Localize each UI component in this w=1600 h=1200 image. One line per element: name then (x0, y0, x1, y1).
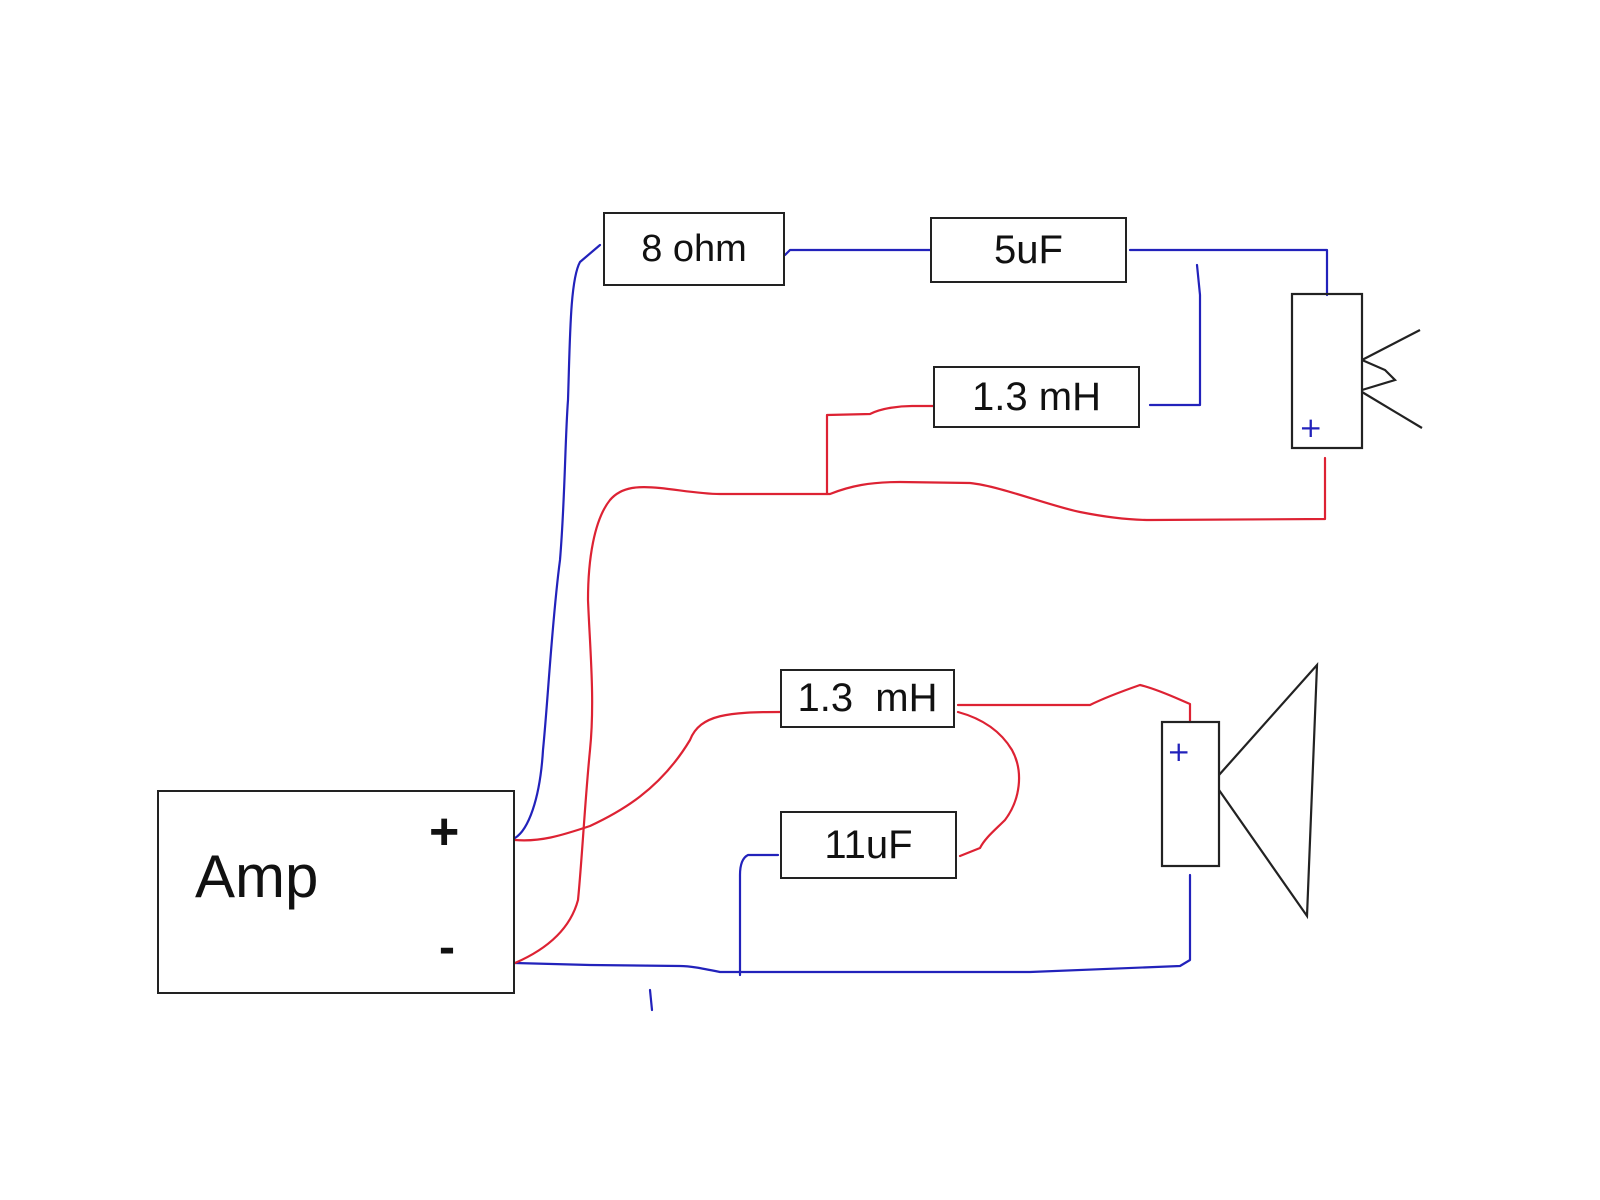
wire-amp-minus-return (513, 873, 1192, 974)
wire-resistor-to-5uf (783, 248, 932, 257)
wire-1p3mh-to-11uf (956, 710, 1021, 858)
woofer-magnet (1160, 720, 1221, 868)
wire-tweeter-coil-to-5uf (1148, 263, 1202, 407)
wire-amp-plus-to-woofer-1p3mh (513, 710, 782, 842)
tweeter-plus-mark: + (1299, 411, 1323, 444)
resistor-8-ohm: 8 ohm (603, 212, 785, 286)
tweeter-cone (1361, 329, 1423, 429)
amplifier: Amp + - (157, 790, 515, 994)
capacitor-11uf: 11uF (780, 811, 957, 879)
capacitor-5uf-label: 5uF (994, 227, 1063, 272)
capacitor-11uf-label: 11uF (824, 822, 913, 867)
wire-5uf-to-tweeter (1128, 248, 1329, 297)
wire-1p3mh-to-woofer-plus (956, 683, 1192, 724)
woofer-driver (1160, 661, 1319, 920)
woofer-plus-mark: + (1167, 735, 1191, 768)
woofer-cone (1218, 661, 1319, 920)
wire-stray-mark (648, 988, 654, 1012)
amp-plus-terminal: + (429, 803, 460, 861)
amp-label: Amp (195, 843, 319, 910)
inductor-woofer-label: 1.3 mH (797, 676, 938, 720)
wire-amp-plus-to-resistor (513, 243, 602, 840)
inductor-tweeter-label: 1.3 mH (972, 374, 1101, 419)
wire-amp-minus-to-tweeter-neg (513, 456, 1327, 965)
amp-minus-terminal: - (439, 921, 455, 974)
tweeter-magnet (1290, 292, 1364, 450)
wire-11uf-to-ground (738, 853, 780, 977)
tweeter-driver (1290, 292, 1423, 450)
resistor-label: 8 ohm (641, 227, 747, 270)
wire-1p3mh-top-to-ground (825, 404, 937, 496)
capacitor-5uf: 5uF (930, 217, 1127, 283)
inductor-1p3mh-tweeter: 1.3 mH (933, 366, 1140, 428)
inductor-1p3mh-woofer: 1.3 mH (780, 669, 955, 728)
